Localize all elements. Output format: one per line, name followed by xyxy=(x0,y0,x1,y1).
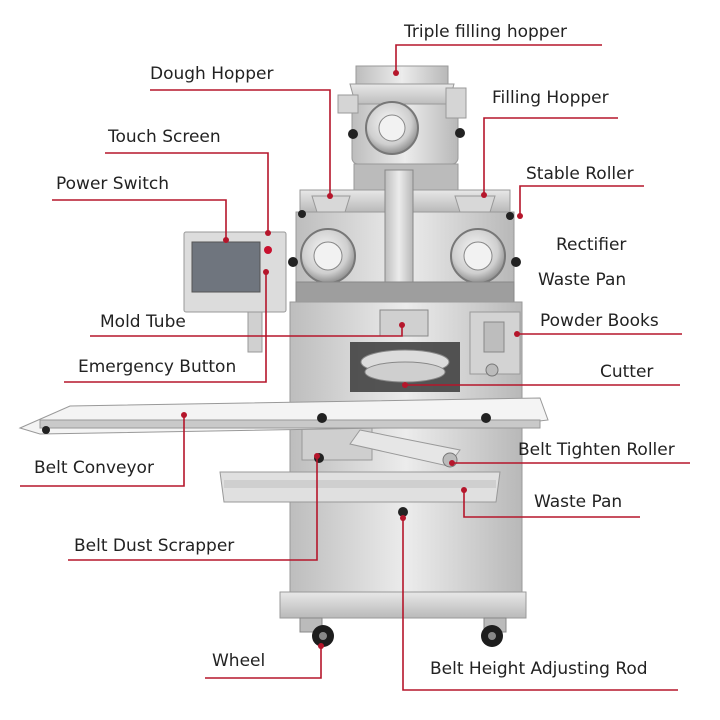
leader-dough-hopper xyxy=(150,89,331,196)
leader-wheel xyxy=(205,646,322,679)
label-waste-pan-lower: Waste Pan xyxy=(534,492,623,512)
label-dough-hopper: Dough Hopper xyxy=(150,64,274,84)
label-rectifier: Rectifier xyxy=(556,235,627,255)
label-touch-screen: Touch Screen xyxy=(108,127,221,147)
label-cutter: Cutter xyxy=(600,362,654,382)
leader-waste-pan-lower xyxy=(463,490,640,518)
leader-touch-screen xyxy=(105,152,269,233)
label-powder-books: Powder Books xyxy=(540,311,659,331)
label-belt-tighten-roller: Belt Tighten Roller xyxy=(518,440,675,460)
label-belt-dust-scrapper: Belt Dust Scrapper xyxy=(74,536,235,556)
label-belt-height-adjusting-rod: Belt Height Adjusting Rod xyxy=(430,659,648,679)
legs-wheels-shape xyxy=(299,617,507,647)
label-triple-filling-hopper: Triple filling hopper xyxy=(404,22,568,42)
leader-triple-filling-hopper xyxy=(395,44,602,73)
leader-filling-hopper xyxy=(483,117,618,195)
leader-dots xyxy=(181,70,523,649)
leader-power-switch xyxy=(52,199,227,240)
label-power-switch: Power Switch xyxy=(56,174,170,194)
label-stable-roller: Stable Roller xyxy=(526,164,634,184)
label-belt-conveyor: Belt Conveyor xyxy=(34,458,154,478)
leader-belt-conveyor xyxy=(20,415,185,487)
touch-screen-panel-shape xyxy=(183,231,287,353)
leader-belt-height-adjusting-rod xyxy=(402,518,678,691)
leader-belt-dust-scrapper xyxy=(68,456,318,561)
label-mold-tube: Mold Tube xyxy=(100,312,186,332)
label-filling-hopper: Filling Hopper xyxy=(492,88,609,108)
belt-conveyor-shape xyxy=(18,397,549,468)
label-wheel: Wheel xyxy=(212,651,266,671)
leader-emergency-button xyxy=(64,272,267,383)
triple-filling-hopper-shape xyxy=(337,65,467,191)
label-waste-pan-upper: Waste Pan xyxy=(538,270,627,290)
label-emergency-button: Emergency Button xyxy=(78,357,237,377)
leader-stable-roller xyxy=(519,185,644,216)
leader-mold-tube xyxy=(90,325,403,337)
middle-hopper-assembly-shape xyxy=(288,169,521,309)
